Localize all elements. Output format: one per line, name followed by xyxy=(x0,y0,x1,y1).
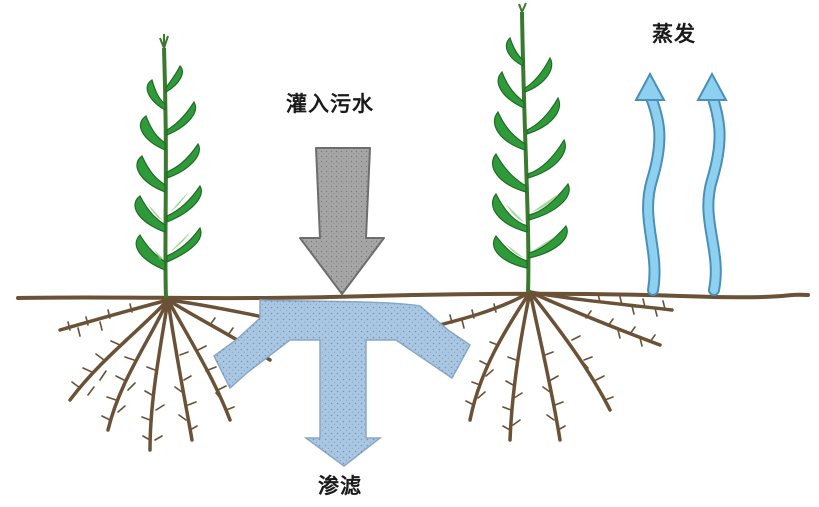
evaporation-arrows xyxy=(636,74,726,290)
irrigation-arrow xyxy=(300,148,384,294)
water-infiltration xyxy=(214,300,470,466)
irrigation-label: 灌入污水 xyxy=(286,88,374,118)
evaporation-label: 蒸发 xyxy=(652,18,696,48)
corn-plant-left xyxy=(135,34,201,298)
roots-left xyxy=(60,300,280,450)
soil-surface-line xyxy=(18,294,808,298)
corn-plant-right xyxy=(493,3,570,292)
seepage-label: 渗滤 xyxy=(318,470,362,500)
